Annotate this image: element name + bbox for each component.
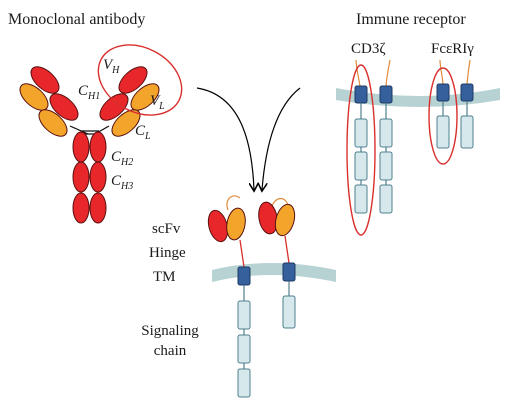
fc-right-ch3	[89, 192, 107, 224]
merge-arrows	[196, 87, 301, 190]
antibody-title: Monoclonal antibody	[8, 11, 146, 28]
vh-label: VH	[103, 57, 120, 76]
arrow-from-receptor	[262, 87, 301, 190]
fc-left-ch2-top	[72, 131, 90, 163]
signaling-chain-label: Signaling chain	[130, 324, 210, 359]
car-scfv-right	[258, 197, 296, 264]
cd3-zeta-label: CD3ζ	[351, 41, 386, 57]
fc-right-ch2	[89, 161, 107, 193]
immune-receptor-graphic	[336, 59, 500, 236]
arrow-from-antibody	[196, 87, 254, 190]
fc-left-ch2	[72, 161, 90, 193]
antibody-fc	[72, 131, 107, 224]
hinge-label: Hinge	[149, 245, 186, 261]
ch3-label: CH3	[111, 173, 134, 192]
cl-label: CL	[135, 123, 151, 142]
antibody-fab-left	[19, 66, 79, 137]
variable-region-highlight	[97, 44, 183, 116]
cd3-chain-right	[379, 59, 393, 214]
cd3-highlight	[346, 64, 376, 236]
ch1-label: CH1	[78, 83, 101, 102]
scfv-label: scFv	[152, 221, 181, 237]
fce-highlight	[428, 67, 458, 165]
car-membrane	[212, 263, 336, 282]
fc-right-ch2-top	[89, 131, 107, 163]
fce-chain-right	[460, 59, 474, 149]
antibody-fab-right	[99, 66, 160, 137]
car-scfv-left	[207, 195, 246, 268]
fce-chain-left	[436, 59, 450, 149]
fce-ri-gamma-label: FcεRIγ	[431, 41, 474, 57]
car-chain-right	[282, 262, 296, 329]
signaling-line-1: Signaling	[141, 323, 199, 339]
cd3-chain-left	[354, 59, 368, 214]
signaling-line-2: chain	[153, 343, 187, 359]
vl-label: VL	[150, 93, 165, 112]
antibody-hinge	[69, 125, 110, 135]
ch2-label: CH2	[111, 149, 134, 168]
receptor-title: Immune receptor	[356, 11, 466, 28]
car-graphic	[207, 195, 336, 398]
tm-label: TM	[153, 269, 176, 285]
antibody-graphic	[19, 44, 183, 224]
car-chain-left	[237, 266, 251, 398]
fc-left-ch3	[72, 192, 90, 224]
receptor-membrane	[336, 88, 500, 107]
